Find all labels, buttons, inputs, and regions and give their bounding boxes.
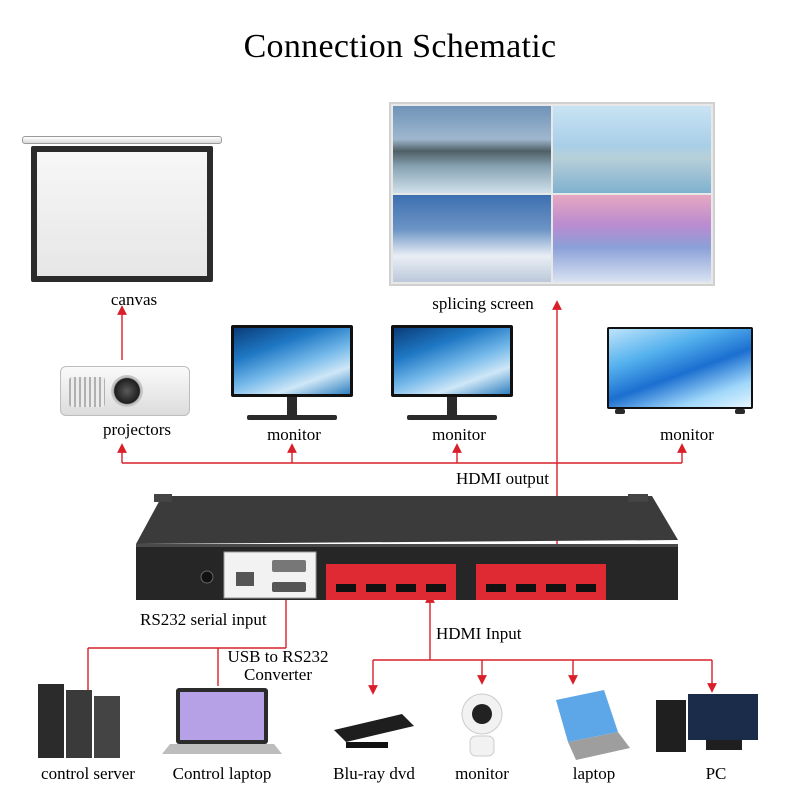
wall-tile-2	[553, 106, 711, 193]
label-splicing-screen: splicing screen	[432, 294, 534, 313]
projector-lens	[111, 375, 143, 407]
monitor-foot-right	[735, 409, 745, 414]
label-monitor-2: monitor	[432, 425, 486, 444]
label-laptop: laptop	[572, 764, 616, 783]
camera-monitor-icon	[461, 693, 503, 757]
wall-tile-3	[393, 195, 551, 282]
wall-tile-4	[553, 195, 711, 282]
monitor-screen	[231, 325, 353, 397]
projector-grill	[69, 377, 105, 407]
label-monitor-1: monitor	[267, 425, 321, 444]
label-control-server: control server	[41, 764, 135, 783]
screen-surface	[37, 152, 207, 276]
laptop-icon	[556, 690, 630, 760]
page-title: Connection Schematic	[243, 28, 557, 65]
label-monitor-3: monitor	[660, 425, 714, 444]
label-control-laptop: Control laptop	[172, 764, 272, 783]
monitor-stand	[287, 397, 297, 419]
bluray-dvd-icon	[334, 714, 414, 748]
monitor-screen	[607, 327, 753, 409]
control-server-icon	[38, 684, 120, 758]
screen-housing	[22, 136, 222, 144]
monitor-image-1	[231, 325, 353, 421]
monitor-base	[407, 415, 497, 420]
monitor-base	[247, 415, 337, 420]
label-rs232-serial-input: RS232 serial input	[140, 610, 267, 629]
label-hdmi-output: HDMI output	[456, 469, 550, 488]
monitor-stand	[447, 397, 457, 419]
label-projectors: projectors	[103, 420, 171, 439]
label-usb-line2: Converter	[244, 665, 312, 684]
monitor-image-2	[391, 325, 513, 421]
label-monitor-camera: monitor	[455, 764, 509, 783]
monitor-image-3	[607, 327, 753, 415]
monitor-screen	[391, 325, 513, 397]
label-canvas: canvas	[110, 290, 158, 309]
splicing-screen-image	[389, 102, 715, 286]
control-laptop-icon	[162, 688, 282, 754]
label-bluray-dvd: Blu-ray dvd	[333, 764, 415, 783]
wall-tile-1	[393, 106, 551, 193]
matrix-switcher-image	[136, 494, 678, 600]
monitor-foot-left	[615, 409, 625, 414]
pc-icon	[656, 694, 758, 752]
projector-image	[60, 366, 190, 416]
label-usb-line1: USB to RS232	[227, 647, 329, 666]
label-pc: PC	[705, 764, 727, 783]
label-hdmi-input: HDMI Input	[436, 624, 522, 643]
label-usb-converter: USB to RS232 Converter	[227, 648, 328, 684]
